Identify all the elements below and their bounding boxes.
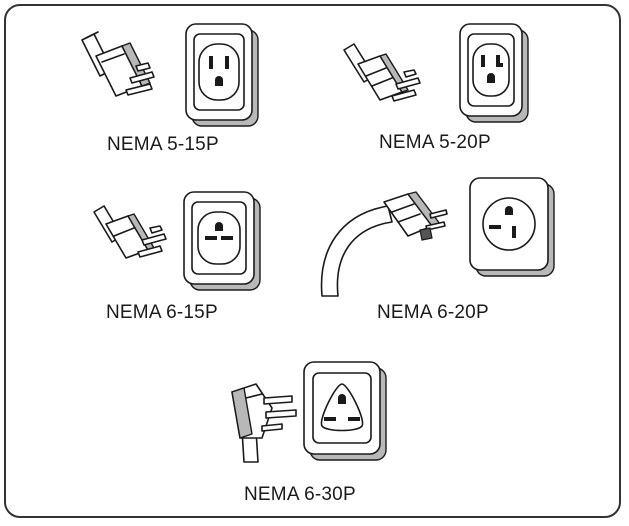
label-nema-6-30p: NEMA 6-30P — [244, 484, 356, 505]
label-nema-6-20p: NEMA 6-20P — [377, 302, 489, 323]
label-nema-5-15p: NEMA 5-15P — [107, 134, 219, 155]
label-nema-5-20p: NEMA 5-20P — [379, 132, 491, 153]
label-nema-6-15p: NEMA 6-15P — [106, 302, 218, 323]
